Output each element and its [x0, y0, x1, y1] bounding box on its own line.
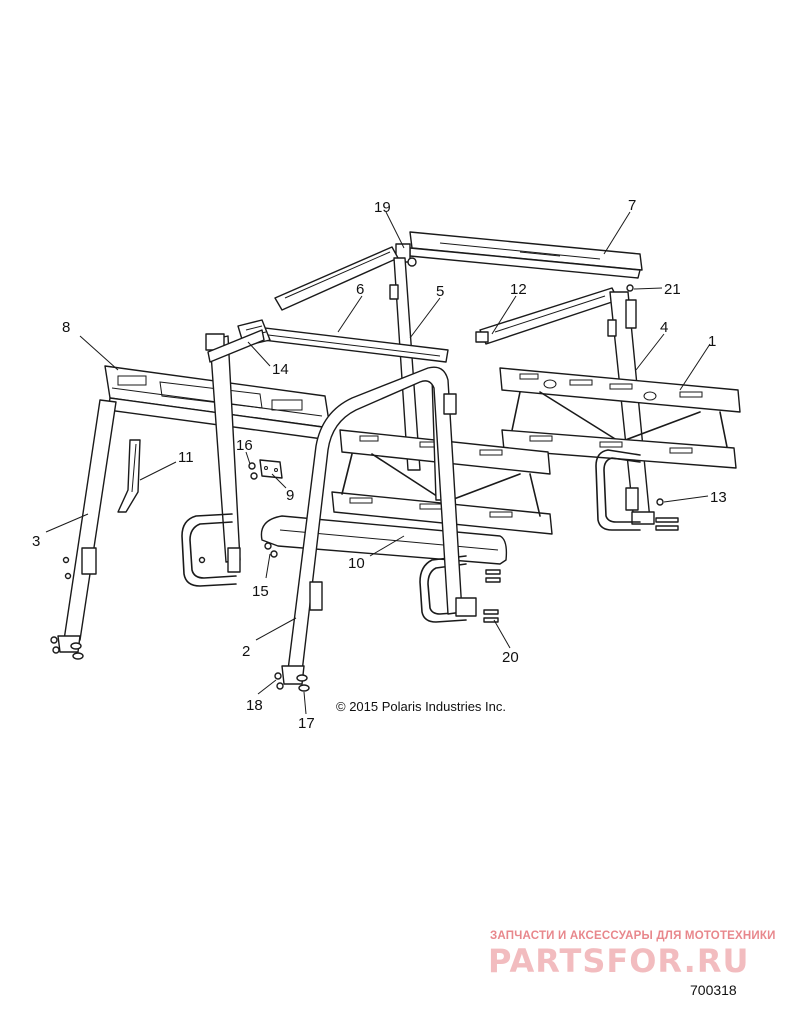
part-1-right-side-rail — [499, 367, 741, 469]
part-12-upper-right-tube — [475, 287, 619, 345]
right-grab-handle — [595, 449, 641, 531]
left-grab-handle — [181, 513, 241, 587]
callout-12: 12 — [510, 281, 527, 298]
part-7-rear-crossbar — [409, 231, 643, 279]
callout-18: 18 — [246, 697, 263, 714]
callout-3: 3 — [32, 533, 40, 550]
watermark-tagline: ЗАПЧАСТИ И АКСЕССУАРЫ ДЛЯ МОТОТЕХНИКИ — [490, 930, 776, 942]
callout-1: 1 — [708, 333, 716, 350]
figure-id: 700318 — [690, 982, 737, 998]
callout-4: 4 — [660, 319, 668, 336]
callout-20: 20 — [502, 649, 519, 666]
callout-6: 6 — [356, 281, 364, 298]
upper-rear-left-tube — [274, 246, 399, 311]
rear-left-vertical-post — [389, 257, 421, 471]
part-9-plate — [259, 459, 283, 479]
part-11-handle — [117, 439, 141, 513]
callout-9: 9 — [286, 487, 294, 504]
callout-16: 16 — [236, 437, 253, 454]
callout-17: 17 — [298, 715, 315, 732]
callout-labels: 1 2 3 4 5 6 7 8 9 10 11 12 13 14 15 16 1… — [32, 197, 727, 732]
part-4-right-rear-post — [607, 291, 655, 525]
callout-8: 8 — [62, 319, 70, 336]
callout-10: 10 — [348, 555, 365, 572]
callout-7: 7 — [628, 197, 636, 214]
callout-21: 21 — [664, 281, 681, 298]
center-grab-handle — [419, 555, 467, 623]
callout-14: 14 — [272, 361, 289, 378]
copyright-notice: © 2015 Polaris Industries Inc. — [336, 699, 506, 714]
callout-5: 5 — [436, 283, 444, 300]
callout-19: 19 — [374, 199, 391, 216]
callout-11: 11 — [178, 449, 194, 466]
callout-15: 15 — [252, 583, 269, 600]
part-2-front-hoop — [281, 366, 477, 685]
leader-lines — [45, 211, 711, 715]
part-6-roof-crossbar — [245, 325, 449, 363]
hardware-fasteners — [50, 284, 679, 692]
watermark-logo: PARTSFOR.RU — [488, 942, 750, 980]
front-upper-posts — [205, 329, 265, 563]
callout-2: 2 — [242, 643, 250, 660]
callout-13: 13 — [710, 489, 727, 506]
part-3-front-left-pillar — [57, 399, 117, 653]
